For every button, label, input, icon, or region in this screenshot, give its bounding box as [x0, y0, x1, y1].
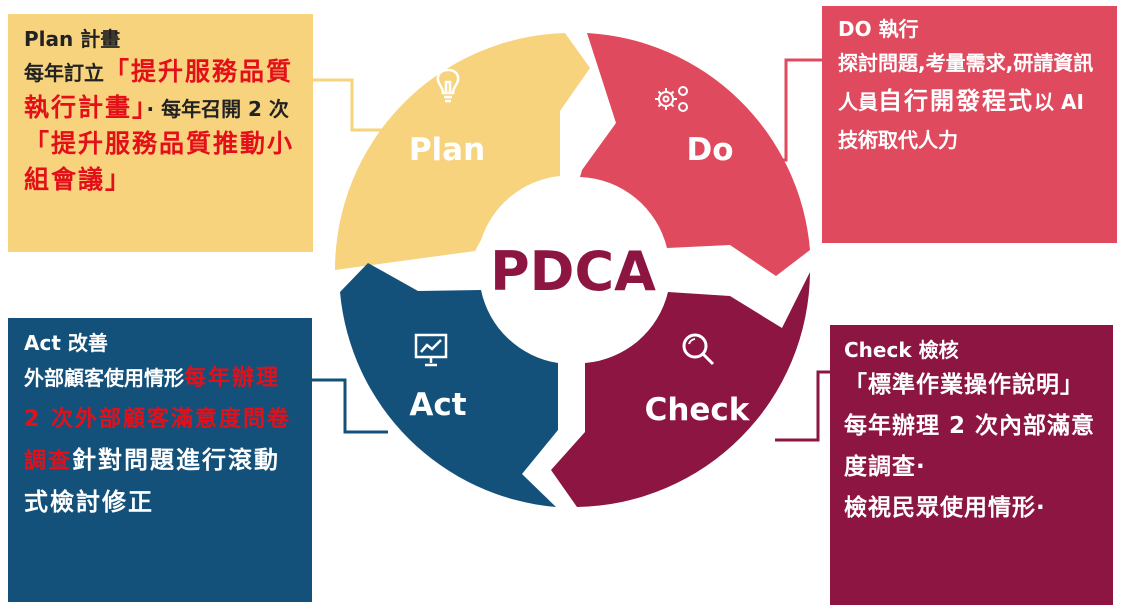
act-text-2: 針對問題進行滾動式檢討修正: [24, 446, 281, 516]
do-box-title: DO 執行: [838, 17, 919, 41]
act-box-title: Act 改善: [24, 331, 108, 355]
center-circle: [483, 180, 663, 360]
plan-box-title: Plan 計畫: [24, 27, 121, 51]
check-box-text: 「標準作業操作說明」每年辦理 2 次內部滿意度調查· 檢視民眾使用情形·: [844, 365, 1099, 529]
act-box-text: 外部顧客使用情形每年辦理 2 次外部顧客滿意度問卷調查針對問題進行滾動式檢討修正: [24, 358, 296, 523]
lightbulb-icon: [436, 68, 460, 103]
check-text-2: 檢視民眾使用情形·: [844, 495, 1046, 521]
plan-box-text: 每年訂立「提升服務品質執行計畫」· 每年召開 2 次「提升服務品質推動小組會議」: [24, 54, 297, 198]
plan-text-2: · 每年召開 2 次: [146, 97, 289, 121]
do-segment: [580, 33, 810, 276]
check-box-title: Check 檢核: [844, 338, 959, 362]
plan-text-1: 每年訂立: [24, 61, 104, 85]
check-box: Check 檢核 「標準作業操作說明」每年辦理 2 次內部滿意度調查· 檢視民眾使…: [830, 325, 1113, 605]
check-connector: [775, 370, 830, 442]
act-label: Act: [409, 387, 466, 423]
plan-highlight-1: 「提升服務品質執行計畫」: [24, 57, 294, 122]
plan-highlight-2: 「提升服務品質推動小組會議」: [24, 129, 295, 194]
plan-segment: [334, 33, 590, 270]
center-label: PDCA: [490, 240, 656, 303]
plan-box: Plan 計畫 每年訂立「提升服務品質執行計畫」· 每年召開 2 次「提升服務品…: [8, 14, 313, 252]
act-highlight: 每年辦理 2 次外部顧客滿意度問卷調查: [24, 366, 291, 474]
act-box: Act 改善 外部顧客使用情形每年辦理 2 次外部顧客滿意度問卷調查針對問題進行…: [8, 318, 312, 602]
check-label: Check: [645, 392, 751, 428]
do-label: Do: [686, 132, 733, 168]
do-box: DO 執行 探討問題,考量需求,研請資訊人員自行開發程式以 AI 技術取代人力: [822, 6, 1117, 243]
do-highlight: 自行開發程式: [878, 87, 1034, 115]
act-text-1: 外部顧客使用情形: [24, 366, 184, 390]
magnifier-icon: [682, 333, 715, 366]
do-text-1: 探討問題,考量需求,研請資訊人員: [838, 51, 1094, 114]
act-segment: [340, 263, 558, 507]
presentation-chart-icon: [414, 333, 448, 367]
act-connector: [312, 378, 388, 434]
plan-label: Plan: [409, 132, 485, 168]
gears-icon: [655, 86, 688, 112]
do-text-2: 以 AI 技術取代人力: [838, 90, 1084, 152]
check-segment: [551, 272, 810, 507]
check-text-1: 「標準作業操作說明」每年辦理 2 次內部滿意度調查·: [844, 372, 1096, 480]
do-box-text: 探討問題,考量需求,研請資訊人員自行開發程式以 AI 技術取代人力: [838, 44, 1101, 159]
